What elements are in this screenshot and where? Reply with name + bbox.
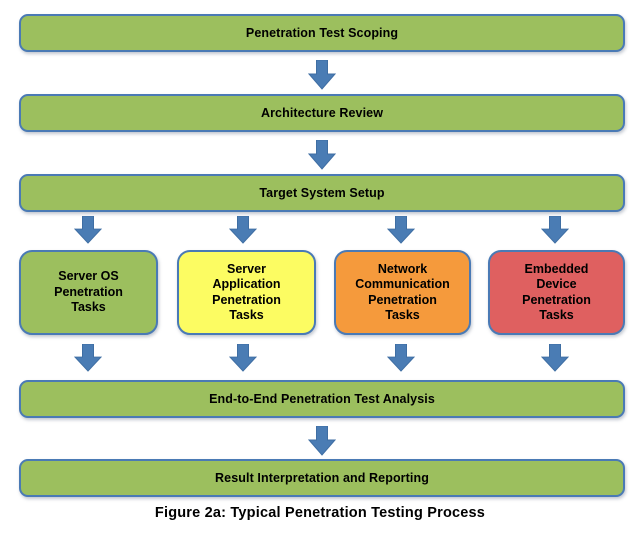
node-network-communication-penetration-tasks[interactable]: Network Communication Penetration Tasks [334, 250, 471, 335]
node-result-interpretation-and-reporting[interactable]: Result Interpretation and Reporting [19, 459, 625, 497]
arrow-task-4-to-analysis [541, 344, 569, 372]
node-server-os-penetration-tasks[interactable]: Server OS Penetration Tasks [19, 250, 158, 335]
node-end-to-end-penetration-test-analysis[interactable]: End-to-End Penetration Test Analysis [19, 380, 625, 418]
node-architecture-review[interactable]: Architecture Review [19, 94, 625, 132]
node-label: Server OS Penetration Tasks [54, 269, 123, 315]
arrow-architecture-to-target [308, 140, 336, 170]
node-label: Architecture Review [260, 106, 384, 120]
arrow-target-to-task-3 [387, 216, 415, 244]
node-penetration-test-scoping[interactable]: Penetration Test Scoping [19, 14, 625, 52]
node-label: Server Application Penetration Tasks [212, 261, 281, 323]
arrow-task-1-to-analysis [74, 344, 102, 372]
node-server-application-penetration-tasks[interactable]: Server Application Penetration Tasks [177, 250, 316, 335]
arrow-task-3-to-analysis [387, 344, 415, 372]
figure-caption: Figure 2a: Typical Penetration Testing P… [154, 505, 486, 521]
node-label: Target System Setup [259, 186, 385, 200]
node-label: Embedded Device Penetration Tasks [522, 261, 591, 323]
arrow-scoping-to-architecture [308, 60, 336, 90]
node-label: End-to-End Penetration Test Analysis [209, 392, 435, 406]
arrow-target-to-task-1 [74, 216, 102, 244]
node-label: Result Interpretation and Reporting [215, 471, 429, 485]
node-embedded-device-penetration-tasks[interactable]: Embedded Device Penetration Tasks [488, 250, 625, 335]
arrow-target-to-task-4 [541, 216, 569, 244]
node-label: Network Communication Penetration Tasks [355, 261, 450, 323]
node-label: Penetration Test Scoping [245, 26, 399, 40]
node-target-system-setup[interactable]: Target System Setup [19, 174, 625, 212]
arrow-target-to-task-2 [229, 216, 257, 244]
arrow-task-2-to-analysis [229, 344, 257, 372]
arrow-analysis-to-reporting [308, 426, 336, 456]
